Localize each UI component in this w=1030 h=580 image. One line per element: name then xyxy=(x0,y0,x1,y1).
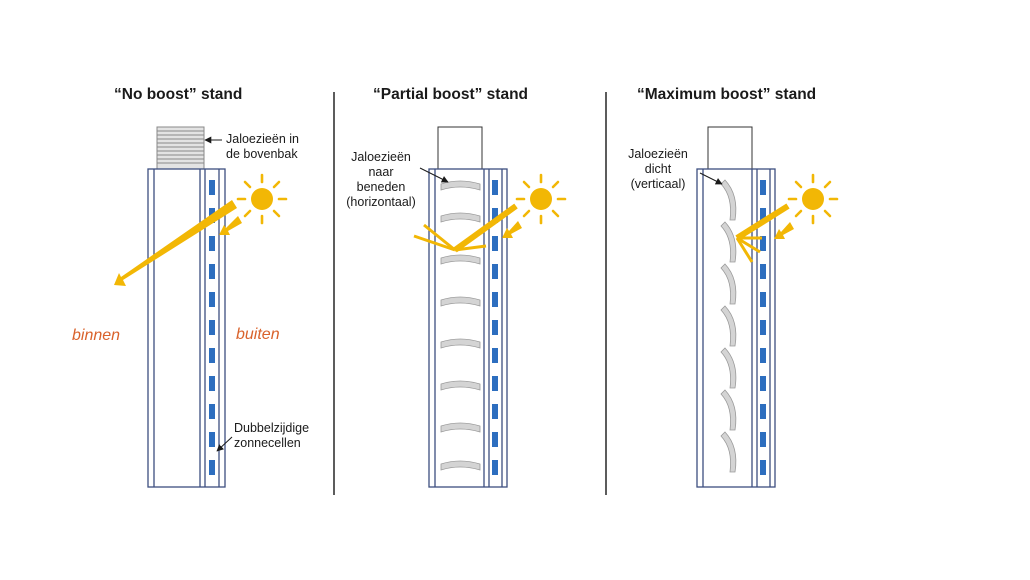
panel-no-boost xyxy=(114,126,288,488)
panel-title-partial-boost: “Partial boost” stand xyxy=(373,86,529,103)
solar-cells xyxy=(760,180,766,475)
panel-maximum-boost xyxy=(696,126,839,488)
sun-icon xyxy=(236,173,288,225)
label-inside: binnen xyxy=(72,327,121,344)
label-bifacial-cells: Dubbelzijdige zonnecellen xyxy=(234,421,310,450)
label-blinds-lowered: Jaloezieën naar beneden (horizontaal) xyxy=(346,150,416,209)
blind-slats-horizontal xyxy=(440,180,481,471)
panel-title-maximum-boost: “Maximum boost” stand xyxy=(637,86,817,103)
sun-icon xyxy=(787,173,839,225)
blinds-top-box xyxy=(707,126,753,170)
label-blinds-closed: Jaloezieën dicht (verticaal) xyxy=(628,147,688,191)
light-ray-arrow-icon xyxy=(735,203,794,263)
leader-arrows xyxy=(204,136,723,452)
blinds-top-box xyxy=(437,126,483,170)
panel-title-no-boost: “No boost” stand xyxy=(114,86,243,103)
panel-partial-boost xyxy=(413,126,567,488)
light-ray-arrow-icon xyxy=(114,200,242,286)
window-frame xyxy=(428,168,508,488)
label-outside: buiten xyxy=(236,326,280,343)
blinds-top-box xyxy=(156,126,205,170)
label-blinds-in-top-box: Jaloezieën in de bovenbak xyxy=(226,132,299,161)
blind-slats-vertical xyxy=(720,179,737,473)
light-ray-arrow-icon xyxy=(413,203,522,253)
sun-icon xyxy=(515,173,567,225)
solar-cells xyxy=(492,180,498,475)
